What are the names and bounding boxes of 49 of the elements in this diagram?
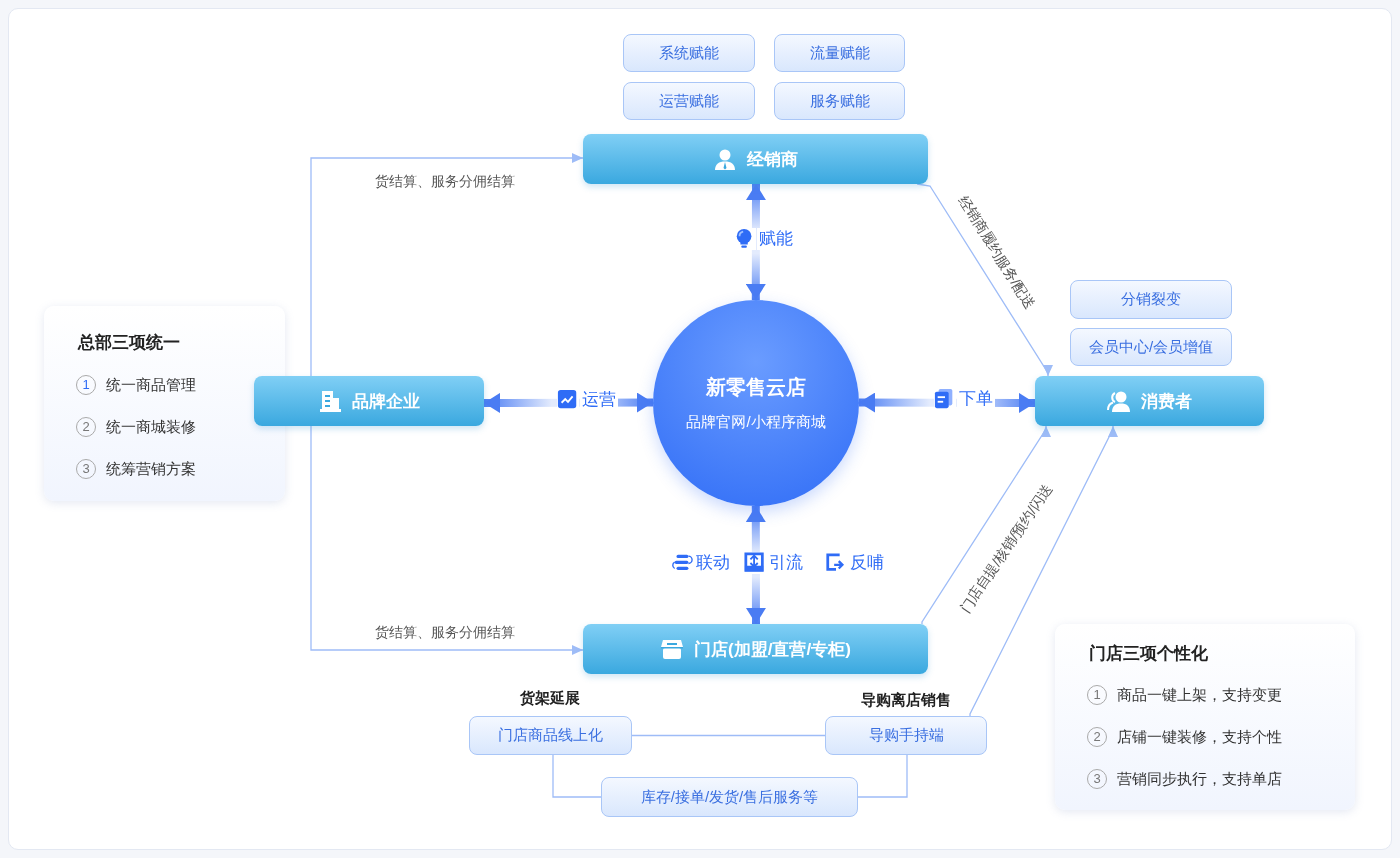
edge-label: 下单: [957, 388, 995, 410]
list-item: 店铺一键装修，支持个性: [1117, 727, 1282, 747]
connector-line: [631, 734, 826, 737]
list-item: 营销同步执行，支持单店: [1117, 769, 1282, 789]
box-label: 品牌企业: [352, 390, 420, 413]
process-box: [1035, 376, 1264, 426]
list-item: 统一商品管理: [106, 375, 196, 395]
box-label: 消费者: [1141, 390, 1192, 413]
process-box: [583, 134, 928, 184]
connector-line: [857, 754, 908, 798]
edge-label: 经销商履约服务/配送: [954, 191, 1040, 314]
box-label: 门店(加盟/直营/专柜): [694, 638, 851, 661]
tag-box: 分销裂变: [1070, 280, 1232, 319]
box-label: 经销商: [747, 148, 798, 171]
arrow: [310, 153, 584, 377]
list-item: 统一商城装修: [106, 417, 196, 437]
edge-label: 联动: [694, 552, 732, 574]
panel-heading: 总部三项统一: [78, 332, 180, 354]
double-arrow: [745, 506, 766, 624]
tag-box: 运营赋能: [623, 82, 755, 120]
info-panel: [1055, 624, 1355, 810]
edge-label: 货结算、服务分佣结算: [372, 623, 518, 641]
process-box: [583, 624, 928, 674]
tag-box: 流量赋能: [774, 34, 905, 72]
arrow: [921, 425, 1051, 625]
circle-subtitle: 品牌官网/小程序商城: [686, 413, 826, 432]
connector-line: [552, 754, 602, 798]
text-label: 反哺: [848, 552, 886, 574]
panel-heading: 门店三项个性化: [1089, 643, 1208, 665]
circle-title: 新零售云店: [706, 375, 806, 400]
info-panel: [44, 306, 285, 501]
edge-label: 货结算、服务分佣结算: [372, 172, 518, 190]
list-item: 商品一键上架，支持变更: [1117, 685, 1282, 705]
list-item: 统筹营销方案: [106, 459, 196, 479]
edge-label: 赋能: [757, 228, 795, 250]
double-arrow: [745, 184, 766, 300]
arrow: [916, 183, 1053, 377]
tag-box: 服务赋能: [774, 82, 905, 120]
tag-box: 会员中心/会员增值: [1070, 328, 1232, 366]
arrow: [310, 425, 584, 655]
edge-label: 门店自提/核销/预约/闪送: [955, 479, 1056, 618]
tag-box: 库存/接单/发货/售后服务等: [601, 777, 858, 817]
tag-box: 系统赋能: [623, 34, 755, 72]
node-label: 货架延展: [517, 689, 583, 707]
arrow: [969, 425, 1118, 717]
tag-box: 门店商品线上化: [469, 716, 632, 755]
process-box: [254, 376, 484, 426]
tag-box: 导购手持端: [825, 716, 987, 755]
edge-label: 运营: [580, 389, 618, 411]
